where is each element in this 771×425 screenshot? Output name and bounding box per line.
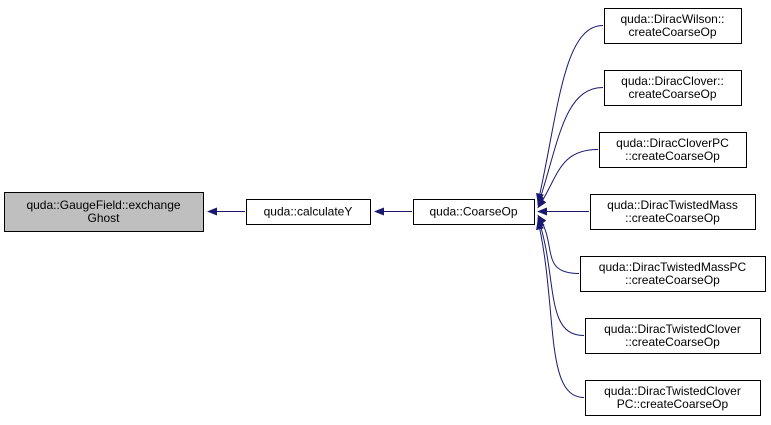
edge-layer bbox=[207, 25, 604, 398]
node-label-diracCloverPC-line1: quda::DiracCloverPC bbox=[616, 136, 729, 150]
node-diracTwistedCloverPC[interactable]: quda::DiracTwistedCloverPC::createCoarse… bbox=[585, 380, 761, 416]
node-diracTwistedMassPC[interactable]: quda::DiracTwistedMassPC::createCoarseOp bbox=[580, 256, 766, 292]
node-box-diracTwistedMass[interactable] bbox=[590, 194, 756, 230]
node-label-exchangeGhost-line1: quda::GaugeField::exchange bbox=[26, 198, 180, 212]
node-diracClover[interactable]: quda::DiracClover::createCoarseOp bbox=[604, 70, 742, 106]
edge-diracWilson-to-coarseOp bbox=[536, 25, 604, 204]
node-label-coarseOp-line1: quda::CoarseOp bbox=[429, 205, 517, 219]
node-box-diracWilson[interactable] bbox=[604, 8, 742, 44]
node-box-diracTwistedClover[interactable] bbox=[585, 318, 761, 354]
node-diracTwistedMass[interactable]: quda::DiracTwistedMass::createCoarseOp bbox=[590, 194, 756, 230]
edge-diracTwistedCloverPC-to-coarseOp bbox=[536, 219, 585, 398]
node-box-diracTwistedMassPC[interactable] bbox=[580, 256, 766, 292]
node-box-diracCloverPC[interactable] bbox=[599, 132, 747, 168]
node-diracTwistedClover[interactable]: quda::DiracTwistedClover::createCoarseOp bbox=[585, 318, 761, 354]
node-label-diracTwistedCloverPC-line2: PC::createCoarseOp bbox=[617, 397, 729, 411]
node-label-diracTwistedCloverPC-line1: quda::DiracTwistedClover bbox=[604, 384, 741, 398]
node-calculateY[interactable]: quda::calculateY bbox=[246, 199, 371, 225]
edge-diracTwistedClover-to-coarseOp bbox=[537, 217, 585, 336]
node-box-exchangeGhost[interactable] bbox=[4, 192, 204, 232]
node-label-diracClover-line1: quda::DiracClover:: bbox=[621, 74, 724, 88]
node-label-calculateY-line1: quda::calculateY bbox=[264, 205, 353, 219]
node-diracWilson[interactable]: quda::DiracWilson::createCoarseOp bbox=[604, 8, 742, 44]
node-box-calculateY[interactable] bbox=[246, 199, 371, 225]
node-label-diracCloverPC-line2: ::createCoarseOp bbox=[625, 149, 720, 163]
node-label-diracWilson-line2: createCoarseOp bbox=[628, 25, 716, 39]
node-label-diracTwistedMassPC-line2: ::createCoarseOp bbox=[625, 273, 720, 287]
edge-diracCloverPC-to-coarseOp bbox=[537, 149, 599, 209]
edge-diracTwistedMassPC-to-coarseOp bbox=[537, 214, 580, 274]
node-label-diracTwistedClover-line1: quda::DiracTwistedClover bbox=[604, 322, 741, 336]
node-box-diracClover[interactable] bbox=[604, 70, 742, 106]
edge-diracClover-to-coarseOp bbox=[537, 87, 604, 206]
node-label-diracTwistedMass-line2: ::createCoarseOp bbox=[625, 211, 720, 225]
node-coarseOp[interactable]: quda::CoarseOp bbox=[413, 199, 535, 225]
node-label-diracTwistedMassPC-line1: quda::DiracTwistedMassPC bbox=[599, 260, 747, 274]
node-label-diracTwistedMass-line1: quda::DiracTwistedMass bbox=[607, 198, 738, 212]
node-label-diracWilson-line1: quda::DiracWilson:: bbox=[620, 12, 724, 26]
node-label-exchangeGhost-line2: Ghost bbox=[87, 211, 120, 225]
node-box-diracTwistedCloverPC[interactable] bbox=[585, 380, 761, 416]
node-box-coarseOp[interactable] bbox=[413, 199, 535, 225]
node-label-diracClover-line2: createCoarseOp bbox=[628, 87, 716, 101]
node-diracCloverPC[interactable]: quda::DiracCloverPC::createCoarseOp bbox=[599, 132, 747, 168]
node-label-diracTwistedClover-line2: ::createCoarseOp bbox=[625, 335, 720, 349]
